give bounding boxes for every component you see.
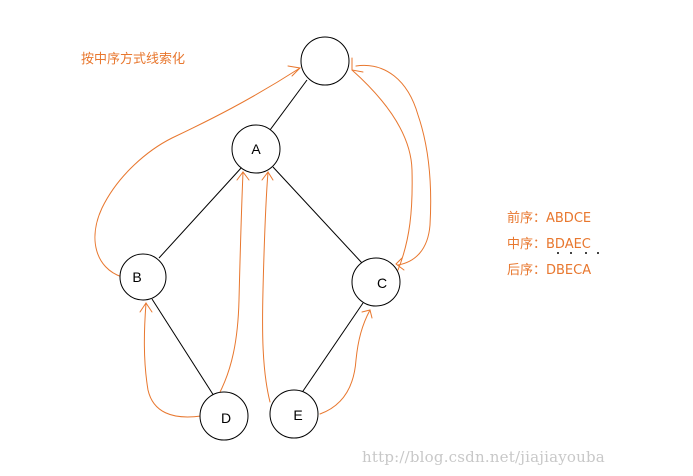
node-label-B: B <box>132 269 141 285</box>
thread-E-to-C <box>319 309 371 415</box>
thread-root-to-C <box>355 64 432 266</box>
node-A <box>231 124 281 174</box>
edge-B-D <box>151 298 215 397</box>
arrowhead-C-bottom <box>361 309 373 319</box>
node-label-D: D <box>221 410 231 426</box>
inorder-label: 中序：BDAEC <box>507 237 591 252</box>
arrowhead-B <box>139 302 153 313</box>
node-E <box>269 389 319 439</box>
node-B <box>119 253 167 301</box>
postorder-label: 后序：DBECA <box>507 263 592 278</box>
mark-dot-4 <box>597 252 599 254</box>
thread-D-to-B <box>143 302 202 418</box>
edge-C-E <box>300 302 364 395</box>
preorder-label: 前序：ABDCE <box>507 211 592 226</box>
arrowhead-A-right <box>261 171 274 181</box>
node-C <box>351 257 401 307</box>
mark-dot-3 <box>585 252 587 254</box>
edge-A-B <box>158 166 243 259</box>
diagram-title: 按中序方式线索化 <box>81 52 186 67</box>
mark-dot-2 <box>570 252 572 254</box>
edge-root-A <box>269 79 308 131</box>
node-label-A: A <box>251 141 261 157</box>
thread-B-to-root <box>94 67 301 278</box>
arrowhead-C-right <box>395 257 405 271</box>
arrowhead-A-left <box>236 171 250 181</box>
node-D <box>199 391 249 441</box>
watermark: http://blog.csdn.net/jiajiayouba <box>362 448 605 466</box>
node-label-E: E <box>293 407 302 423</box>
node-label-C: C <box>377 275 387 291</box>
thread-E-to-A <box>262 171 271 403</box>
edge-A-C <box>272 166 363 264</box>
thread-C-to-root <box>351 69 413 271</box>
mark-dot-1 <box>557 252 559 254</box>
arrowhead-root-left <box>287 65 302 77</box>
node-root <box>300 36 350 86</box>
thread-D-to-A <box>217 171 244 397</box>
arrowhead-root-right <box>351 57 364 73</box>
